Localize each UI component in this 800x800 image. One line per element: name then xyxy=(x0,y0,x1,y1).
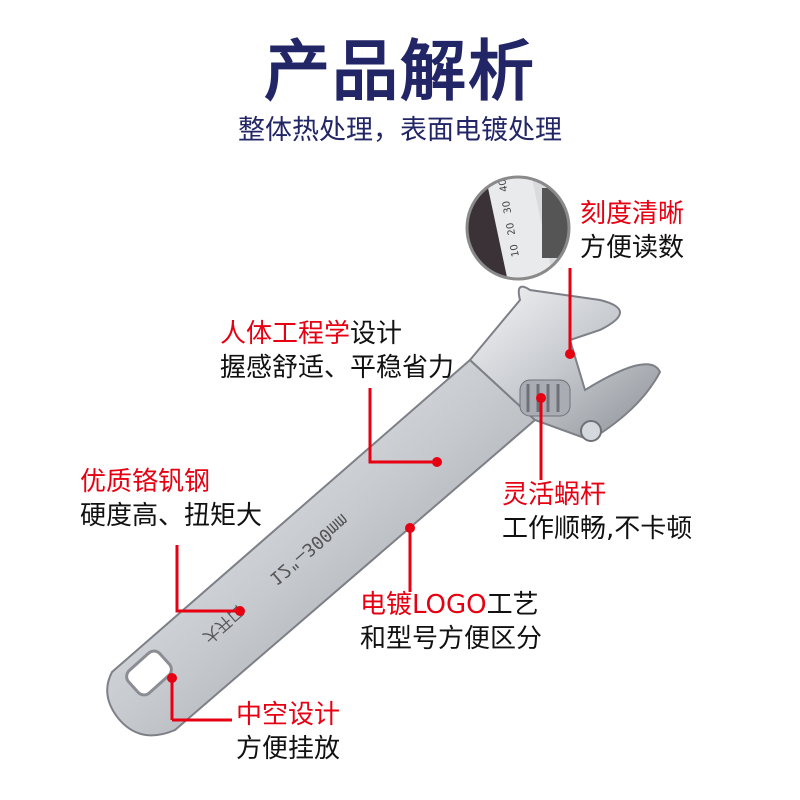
callout-title: 电镀LOGO xyxy=(360,590,487,620)
scale-detail-inset: 10 20 30 40 xyxy=(465,175,571,281)
callout-desc: 方便读数 xyxy=(580,233,685,263)
callout-worm-gear: 灵活蜗杆 工作顺畅,不卡顿 xyxy=(502,478,692,546)
callout-title-suffix: 工艺 xyxy=(486,590,539,620)
page-subtitle: 整体热处理，表面电镀处理 xyxy=(238,115,562,146)
callout-title: 中空设计 xyxy=(236,700,341,730)
callout-clear-scale: 刻度清晰 方便读数 xyxy=(580,197,684,265)
callout-desc: 工作顺畅,不卡顿 xyxy=(502,514,693,544)
callout-logo: 电镀LOGO工艺 和型号方便区分 xyxy=(360,588,542,656)
callout-title: 优质铬钒钢 xyxy=(80,467,211,497)
page-title: 产品解析 xyxy=(264,33,536,110)
wrench-head xyxy=(468,285,662,442)
callout-desc: 和型号方便区分 xyxy=(360,624,543,654)
callout-steel: 优质铬钒钢 硬度高、扭矩大 xyxy=(80,465,262,533)
scale-tick-label: 40 xyxy=(497,178,510,192)
callout-title: 灵活蜗杆 xyxy=(502,480,607,510)
callout-ergonomic: 人体工程学设计 握感舒适、平稳省力 xyxy=(220,317,454,385)
scale-tick-label: 10 xyxy=(509,243,522,257)
callout-desc: 方便挂放 xyxy=(236,734,341,764)
callout-desc: 握感舒适、平稳省力 xyxy=(220,353,455,383)
callout-title-suffix: 设计 xyxy=(350,319,403,349)
callout-desc: 硬度高、扭矩大 xyxy=(80,501,263,531)
scale-tick-label: 20 xyxy=(505,222,518,236)
callout-dots xyxy=(167,349,575,683)
callout-hollow: 中空设计 方便挂放 xyxy=(236,698,340,766)
scale-tick-label: 30 xyxy=(501,200,514,214)
callout-lines xyxy=(170,268,572,722)
callout-title: 刻度清晰 xyxy=(580,199,685,229)
callout-title: 人体工程学 xyxy=(220,319,351,349)
wrench-handle: 12"—300mm 大开口 xyxy=(106,358,537,737)
